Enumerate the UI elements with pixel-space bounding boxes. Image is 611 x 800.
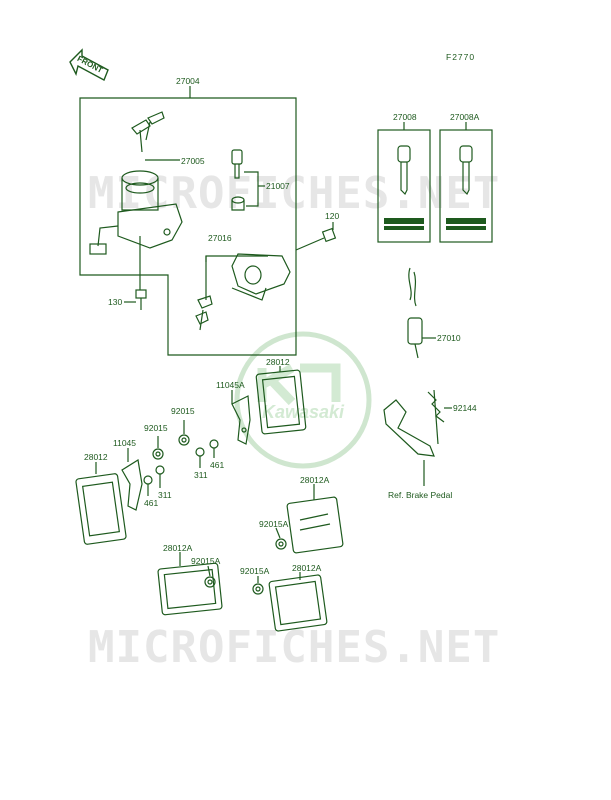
label-461-b: 461: [144, 498, 159, 508]
label-28012-top: 28012: [266, 357, 290, 367]
label-21007: 21007: [266, 181, 290, 191]
label-120: 120: [325, 211, 340, 221]
washer-311-a: [195, 447, 205, 457]
brake-switch-27010: [407, 267, 423, 359]
reflector-28012-left: [75, 473, 127, 545]
reflector-28012A-left: [157, 562, 223, 616]
assembly-box-27004: [79, 97, 297, 356]
nut-92015A-a: [275, 538, 287, 550]
label-92015A-a: 92015A: [259, 519, 289, 529]
seat-lock-27016: [195, 253, 291, 331]
watermark-bottom: MICROFICHES.NET: [88, 622, 501, 673]
bracket-11045: [121, 459, 143, 511]
key-blank-box-27008A: [439, 129, 493, 243]
label-311-b: 311: [158, 490, 172, 500]
bolt-130: [135, 289, 147, 310]
label-27016: 27016: [208, 233, 232, 243]
ignition-switch: [89, 170, 183, 255]
washer-311-b: [155, 465, 165, 475]
front-arrow-icon: [69, 48, 109, 81]
key-icon-21007: [231, 149, 245, 211]
reflector-28012A-right: [268, 574, 328, 632]
label-92144: 92144: [453, 403, 477, 413]
bolt-120: [295, 227, 337, 251]
nut-92015A-b: [204, 576, 216, 588]
key-icon-27005: [131, 111, 165, 153]
reflector-28012-top: [255, 369, 307, 435]
label-28012A-c: 28012A: [292, 563, 322, 573]
label-28012-left: 28012: [84, 452, 108, 462]
key-icon-27008A: [459, 145, 473, 196]
reflector-28012A-mid: [286, 496, 344, 554]
brake-pedal: [383, 389, 439, 457]
label-130: 130: [108, 297, 123, 307]
key-blank-markings: [384, 218, 486, 230]
washer-461-a: [209, 439, 219, 449]
label-27008: 27008: [393, 112, 417, 122]
key-blank-box-27008: [377, 129, 431, 243]
label-92015-a: 92015: [171, 406, 195, 416]
washer-461-b: [143, 475, 153, 485]
label-92015-b: 92015: [144, 423, 168, 433]
logo-text: Kawasaki: [262, 402, 345, 422]
label-27008A: 27008A: [450, 112, 480, 122]
label-28012A-b: 28012A: [163, 543, 193, 553]
bracket-11045A: [231, 395, 251, 445]
label-28012A-a: 28012A: [300, 475, 330, 485]
label-27010: 27010: [437, 333, 461, 343]
label-27004: 27004: [176, 76, 200, 86]
label-11045: 11045: [113, 438, 137, 448]
label-461-a: 461: [210, 460, 225, 470]
label-92015A-c: 92015A: [240, 566, 270, 576]
label-11045A: 11045A: [216, 380, 245, 390]
label-27005: 27005: [181, 156, 205, 166]
nut-92015-b: [152, 448, 164, 460]
nut-92015A-c: [252, 583, 264, 595]
nut-92015-a: [178, 434, 190, 446]
label-311-a: 311: [194, 470, 208, 480]
kawasaki-logo: [234, 331, 372, 469]
key-icon-27008: [397, 145, 411, 196]
label-92015A-b: 92015A: [191, 556, 221, 566]
figure-code: F2770: [446, 52, 476, 62]
label-ref-brake-pedal: Ref. Brake Pedal: [388, 490, 453, 500]
